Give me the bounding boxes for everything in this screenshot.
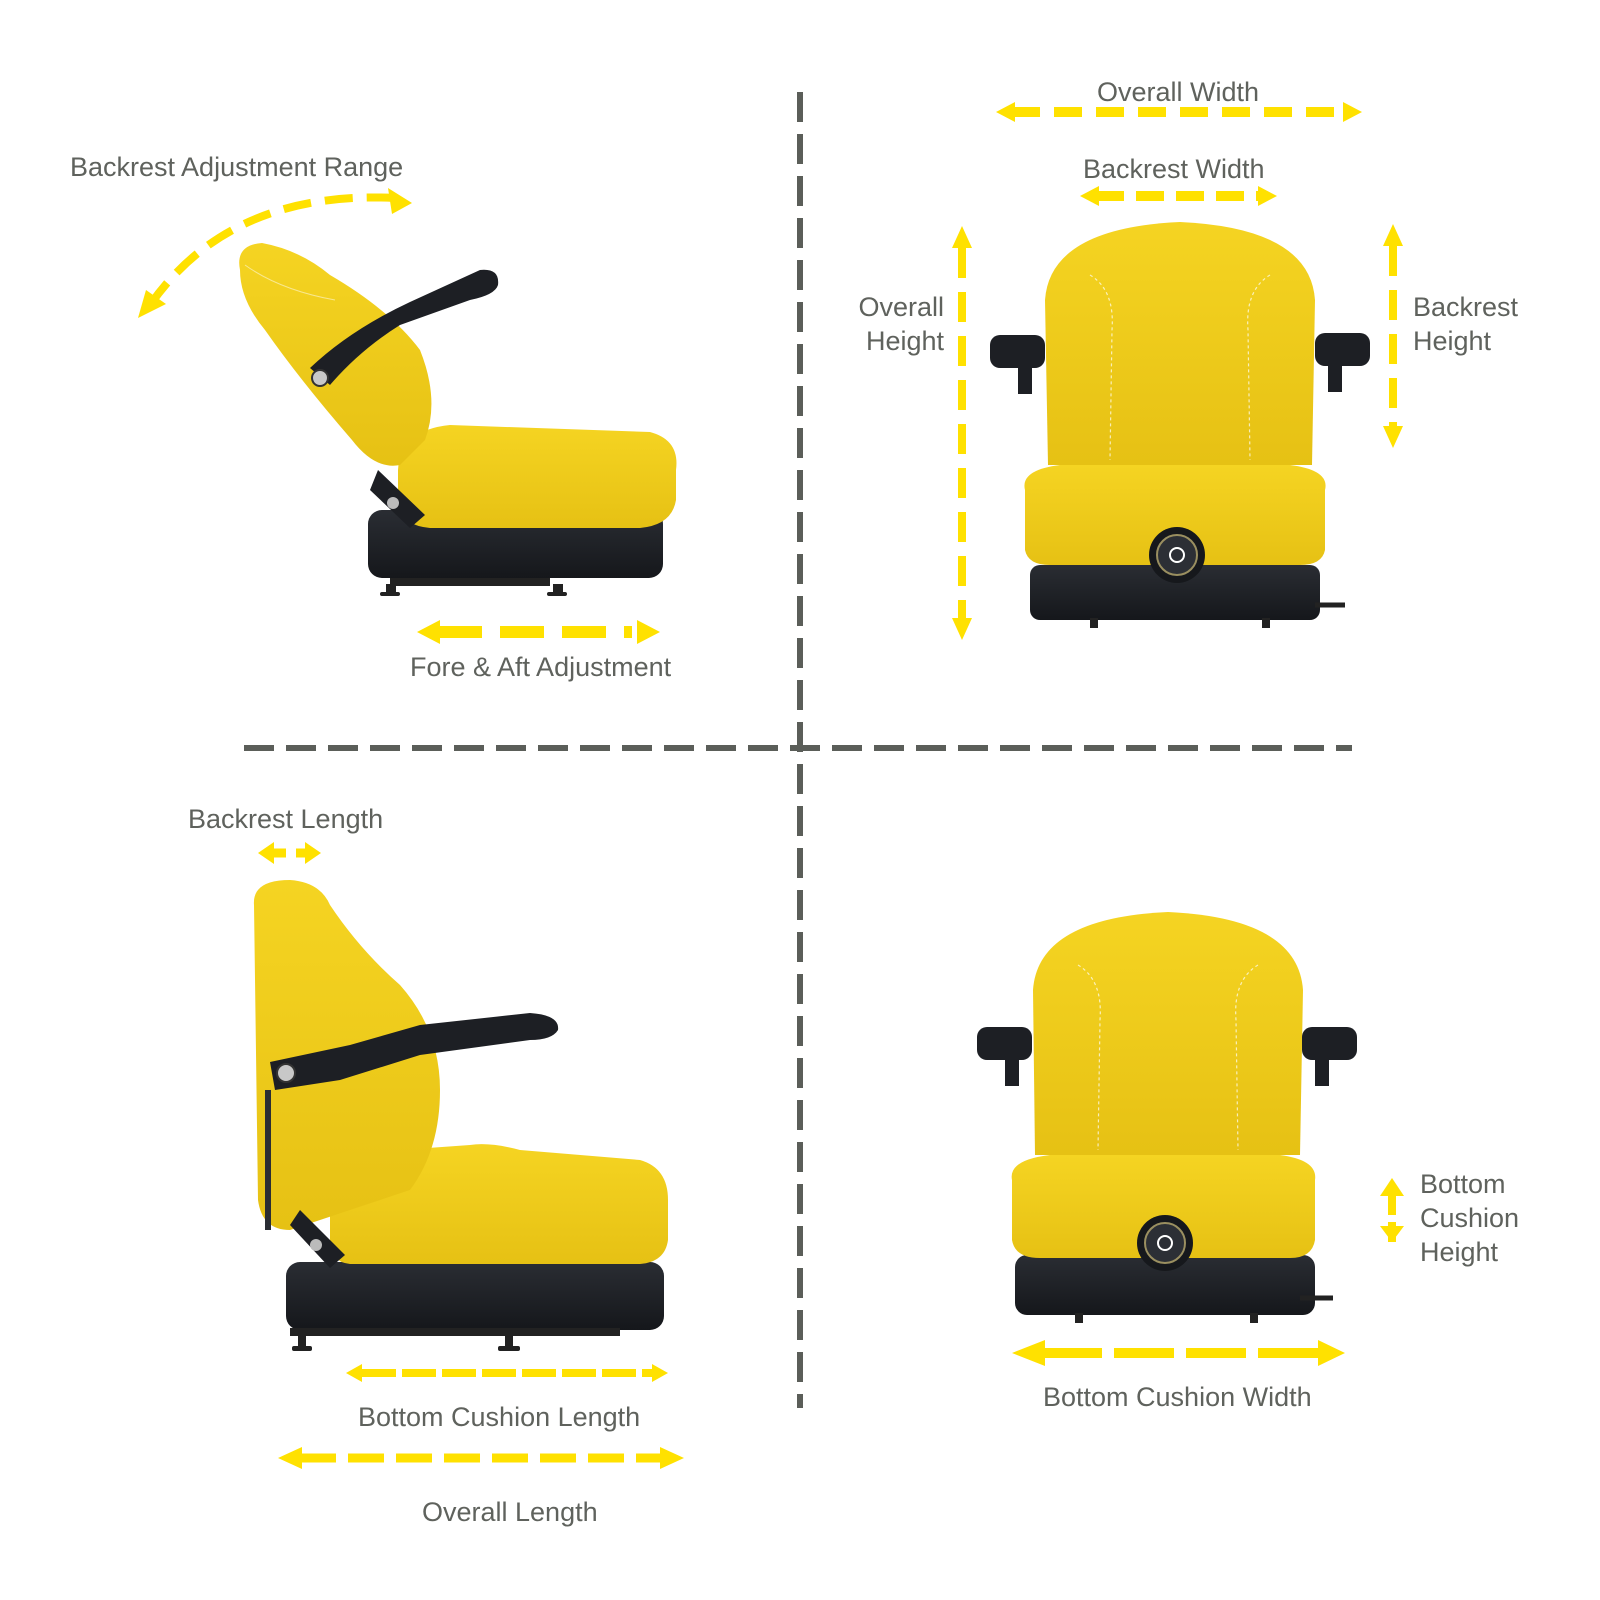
label-overall-length: Overall Length xyxy=(422,1497,598,1527)
label-backrest-height-line2: Height xyxy=(1413,326,1492,356)
overall-width-arrow xyxy=(996,102,1362,122)
fore-aft-arrow xyxy=(417,620,660,644)
label-overall-height: Overall Height xyxy=(858,290,944,358)
seat-side-upright xyxy=(253,880,668,1351)
label-overall-height-line2: Height xyxy=(865,326,944,356)
bottom-cushion-length-arrow xyxy=(346,1364,668,1382)
bottom-cushion-width-arrow xyxy=(1012,1340,1345,1366)
label-overall-height-line1: Overall xyxy=(858,292,944,322)
label-bottom-cushion-width: Bottom Cushion Width xyxy=(1043,1382,1312,1412)
seat-front-top xyxy=(990,222,1370,628)
seat-side-reclined xyxy=(239,243,677,596)
label-bottom-cushion-height-line1: Bottom xyxy=(1420,1169,1506,1199)
label-overall-width: Overall Width xyxy=(1097,77,1260,107)
overall-length-arrow xyxy=(278,1447,684,1469)
label-bottom-cushion-length: Bottom Cushion Length xyxy=(358,1402,641,1432)
label-backrest-width: Backrest Width xyxy=(1083,154,1265,184)
label-bottom-cushion-height-line2: Cushion xyxy=(1420,1203,1520,1233)
overall-height-arrow xyxy=(952,226,972,640)
backrest-width-arrow xyxy=(1080,186,1277,206)
label-backrest-length: Backrest Length xyxy=(188,804,384,834)
backrest-length-arrow xyxy=(258,842,321,864)
backrest-height-arrow xyxy=(1383,224,1403,448)
label-bottom-cushion-height-line3: Height xyxy=(1420,1237,1499,1267)
label-backrest-height-line1: Backrest xyxy=(1413,292,1519,322)
label-backrest-adjustment-range: Backrest Adjustment Range xyxy=(70,152,404,182)
backrest-adjustment-arc-arrow xyxy=(138,188,412,318)
label-bottom-cushion-height: Bottom Cushion Height xyxy=(1420,1167,1519,1269)
bottom-cushion-height-arrow xyxy=(1380,1178,1404,1242)
label-backrest-height: Backrest Height xyxy=(1413,290,1518,358)
label-fore-aft-adjustment: Fore & Aft Adjustment xyxy=(410,652,672,682)
seat-front-bottom xyxy=(977,912,1357,1323)
